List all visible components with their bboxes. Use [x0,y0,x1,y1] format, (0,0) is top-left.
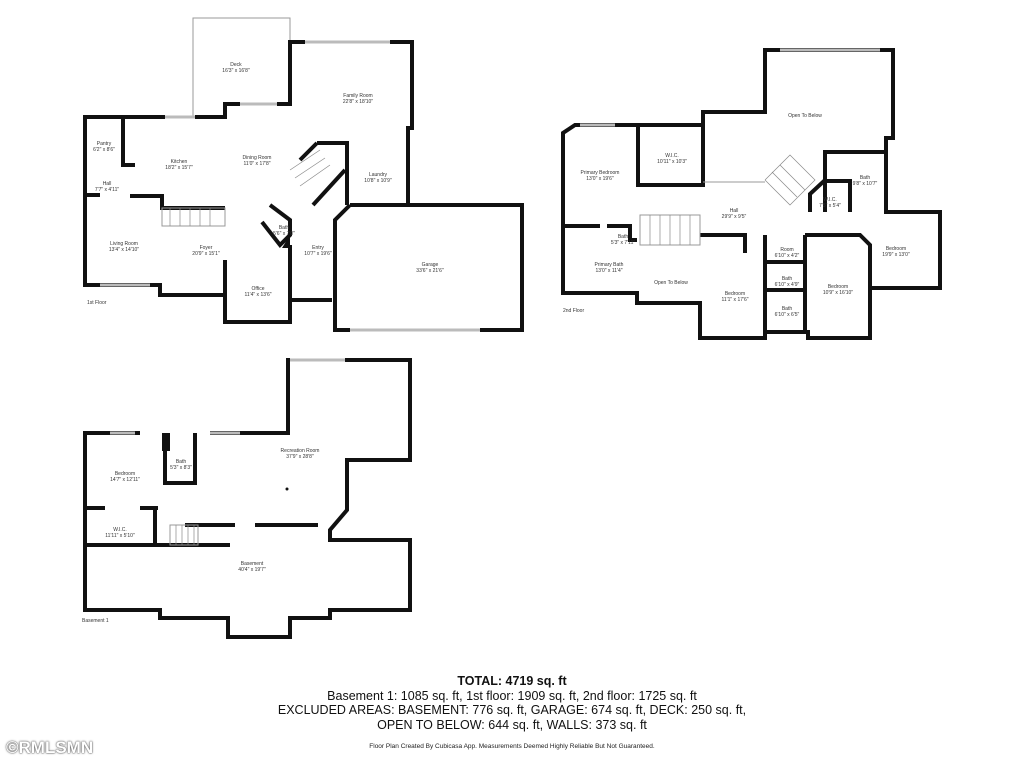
wall [83,358,412,639]
wall [390,40,414,205]
total-area: TOTAL: 4719 sq. ft [457,674,567,688]
room-label-wic: W.I.C.10'11" x 10'3" [657,153,687,165]
basement-plan [83,358,412,639]
room-label-open-to-below: Open To Below [654,280,688,286]
wall [195,102,240,119]
floor-label-2nd: 2nd Floor [563,308,585,314]
garage-wall [350,203,524,332]
bath-wall [823,150,886,212]
wall [311,168,347,207]
deck-outline [192,17,291,117]
wic-wall [808,179,852,212]
bath-wall [163,433,197,485]
stairs [161,207,226,227]
garage-wall [333,203,352,332]
floor-label-1st: 1st Floor [87,300,107,306]
excluded-areas-continued: OPEN TO BELOW: 644 sq. ft, WALLS: 373 sq… [377,717,647,732]
excluded-areas: EXCLUDED AREAS: BASEMENT: 776 sq. ft, GA… [277,703,747,717]
area-summary: TOTAL: 4719 sq. ft Basement 1: 1085 sq. … [0,674,1024,732]
stairs [169,524,199,546]
first-floor-plan [83,17,524,332]
wall [130,194,225,210]
wall [277,40,305,106]
wall [700,233,747,253]
office-wall [223,260,332,324]
wall [607,224,637,242]
room-label-wic: W.I.C.11'11" x 5'10" [105,527,135,539]
wic-wall [636,123,705,187]
credit-note: Floor Plan Created By Cubicasa App. Meas… [369,743,655,750]
second-floor-plan [561,48,942,340]
wall [298,141,319,162]
room-label-open-to-below: Open To Below [788,113,822,119]
floor-areas: Basement 1: 1085 sq. ft, 1st floor: 1909… [327,688,697,703]
laundry-wall [317,141,349,205]
watermark: ©RMLSMN [6,738,94,757]
wall [805,233,872,288]
room-label-wic: W.I.C.7'5" x 5'4" [819,197,841,209]
pantry-wall [121,117,135,167]
wall [561,48,942,340]
floor-label-basement: Basement 1 [82,618,109,624]
wall [210,358,290,435]
